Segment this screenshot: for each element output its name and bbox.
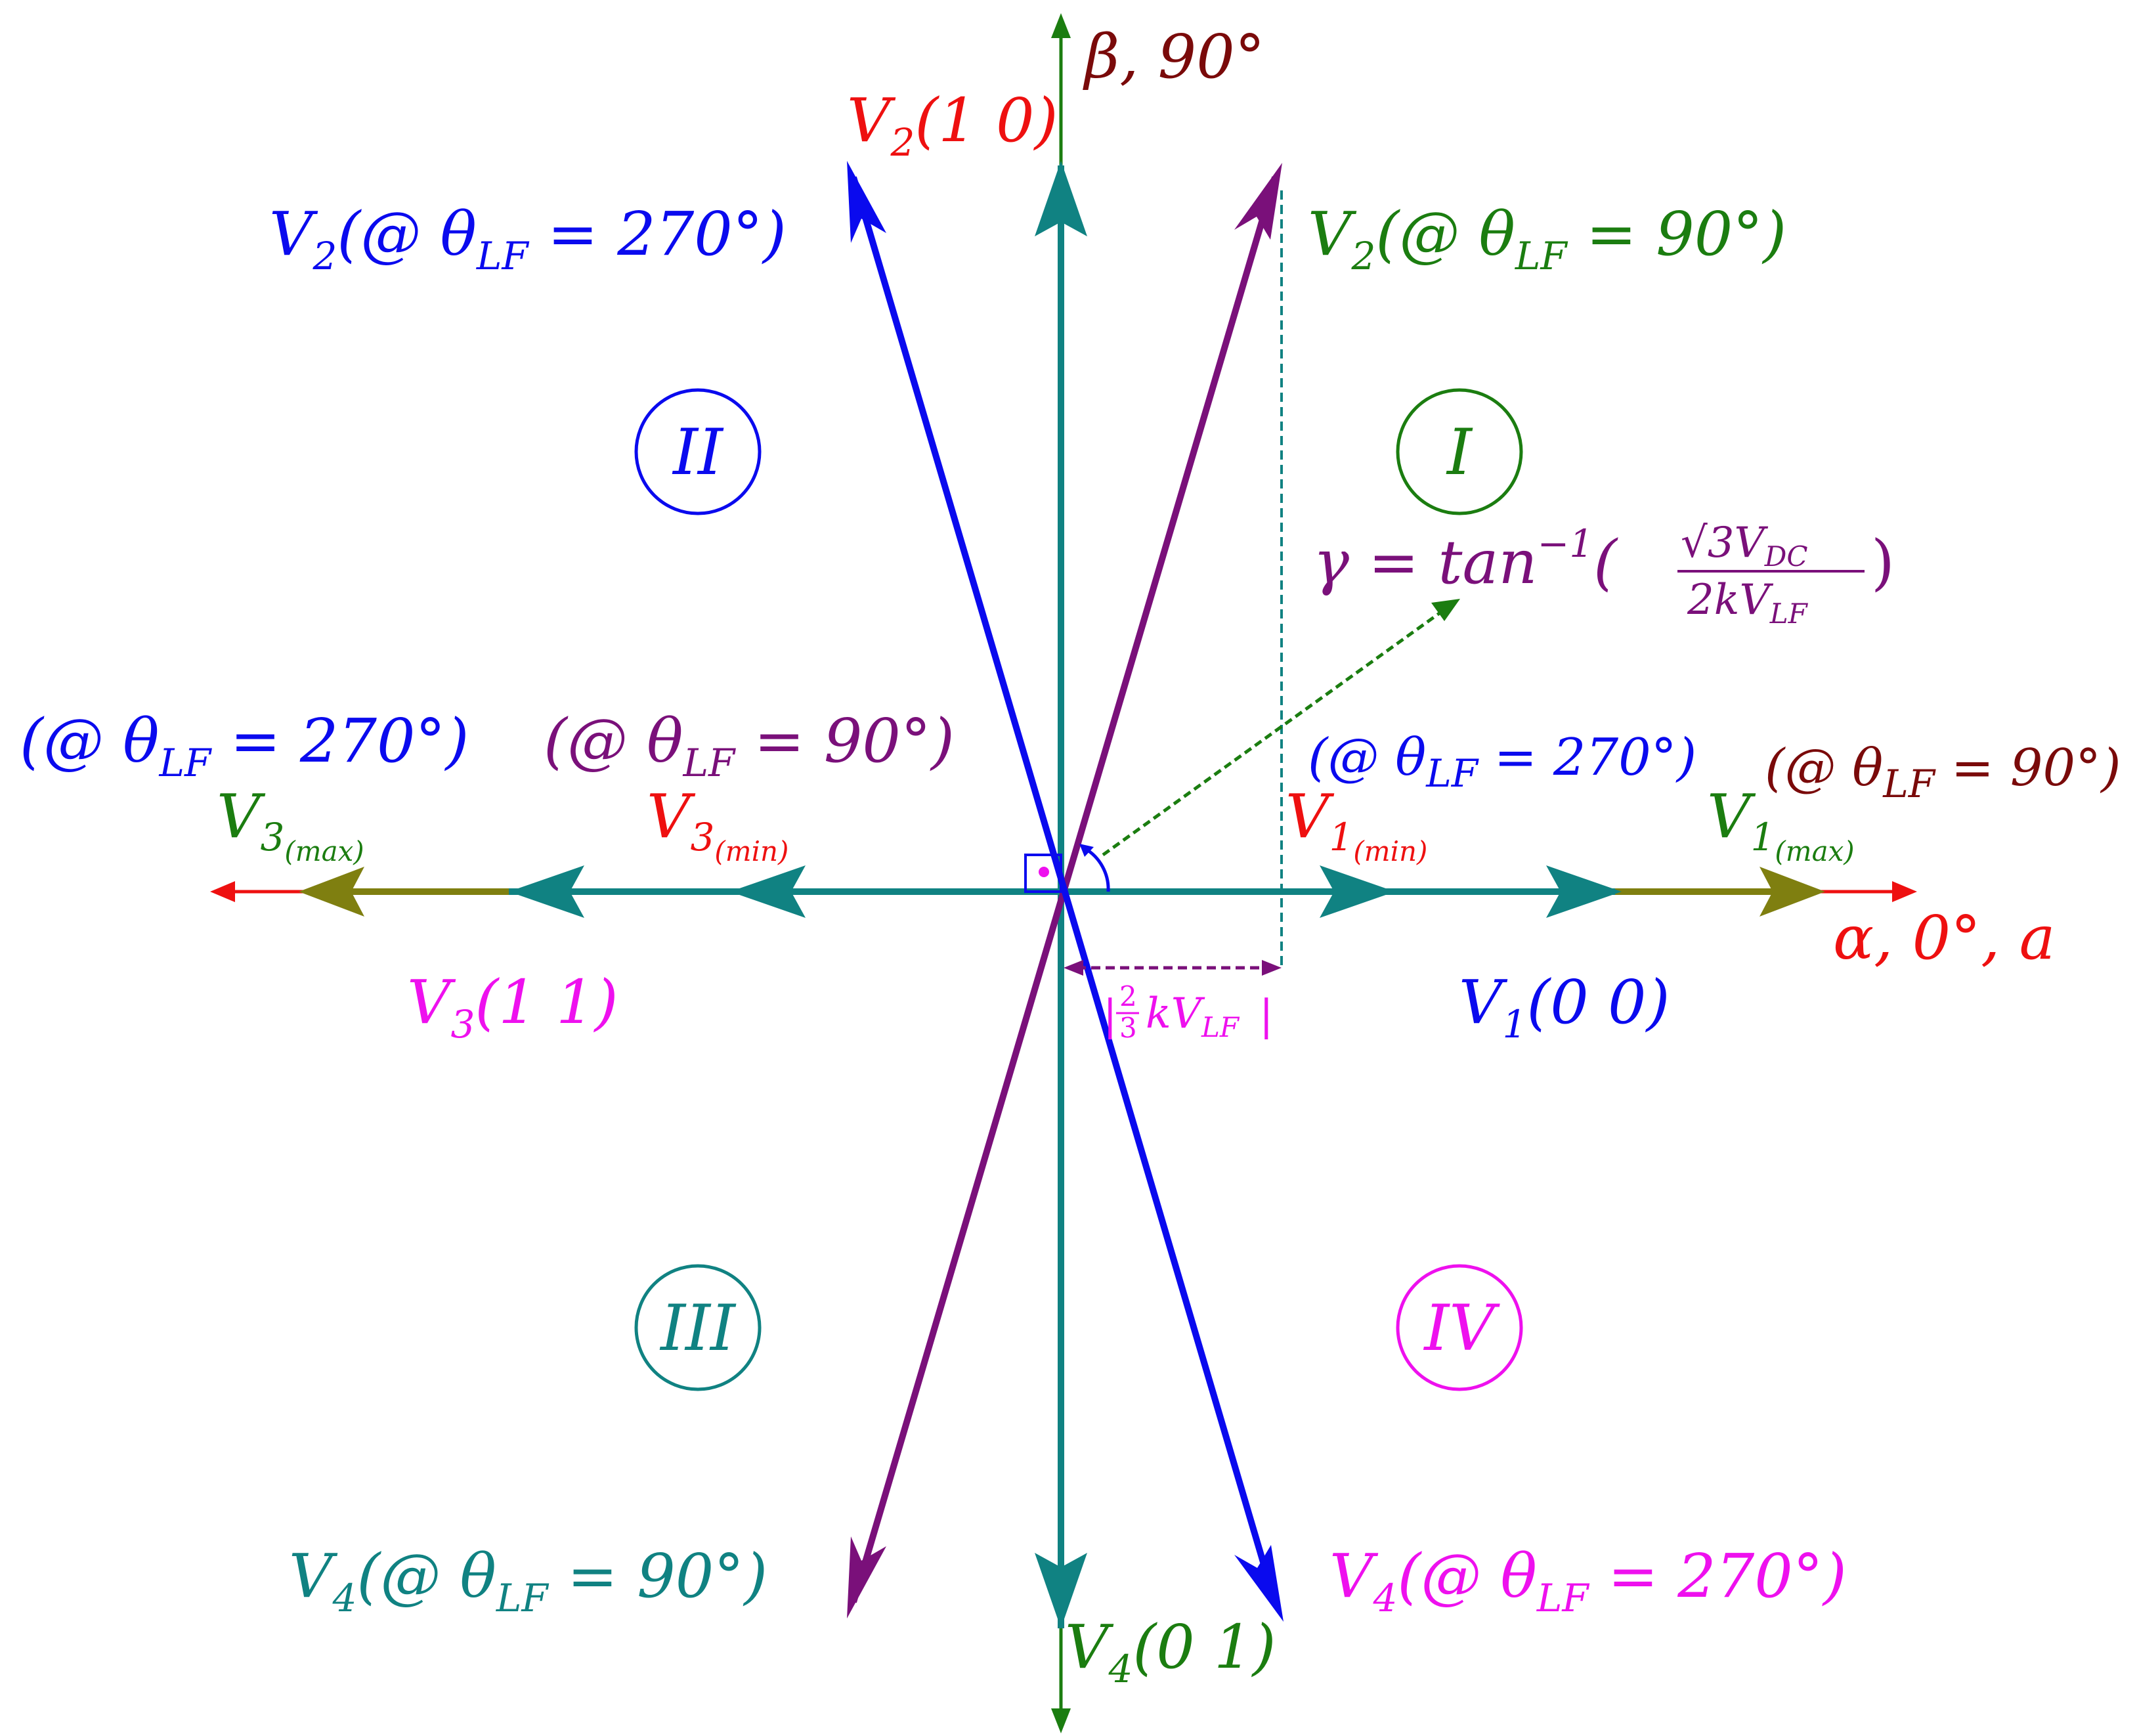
dimension-frac-num: 2 xyxy=(1119,980,1137,1012)
gamma-lhs: γ = tan−1( xyxy=(1313,521,1618,597)
region-III-label: III xyxy=(659,1291,737,1365)
right-270-condition: (@ θLF = 270°) xyxy=(1308,728,1696,796)
v2-at-270-label: V2(@ θLF = 270°) xyxy=(269,199,787,278)
region-I: I xyxy=(1396,388,1523,515)
right-angle-marker xyxy=(1024,854,1062,893)
v1-max-segment xyxy=(1615,867,1825,917)
teal-horizontal-vectors xyxy=(509,865,1622,918)
v1-min-label: V1(min) xyxy=(1285,781,1427,867)
dimension-arrow xyxy=(1064,960,1282,976)
v4-at-90-label: V4(@ θLF = 90°) xyxy=(289,1541,767,1620)
dimension-label: | 2 3 kVLF | xyxy=(1103,980,1274,1044)
v1-max-label: V1(max) xyxy=(1707,781,1855,867)
beta-axis-label: β, 90° xyxy=(1083,22,1265,92)
v3-min-label: V3(min) xyxy=(647,781,788,867)
gamma-close-paren: ) xyxy=(1871,527,1895,597)
blue-vector xyxy=(847,161,1284,1622)
v3-max-label: V3(max) xyxy=(217,781,364,867)
v3-switch-label: V3(1 1) xyxy=(407,967,618,1047)
v2-switch-label: V2(1 0) xyxy=(847,85,1058,165)
gamma-formula: γ = tan−1( √3VDC 2kVLF ) xyxy=(1313,519,1895,630)
v4-switch-label: V4(0 1) xyxy=(1065,1612,1276,1691)
region-III: III xyxy=(634,1264,762,1391)
alpha-axis-label: α, 0°, a xyxy=(1833,903,2056,973)
v1-switch-label: V1(0 0) xyxy=(1459,967,1670,1047)
svg-text:|: | xyxy=(1259,991,1274,1040)
region-II: II xyxy=(634,388,762,515)
region-IV-label: IV xyxy=(1423,1291,1500,1365)
gamma-angle-arc xyxy=(1079,844,1110,892)
dimension-text: kVLF xyxy=(1146,989,1240,1043)
gamma-denominator: 2kVLF xyxy=(1687,576,1809,630)
left-90-condition: (@ θLF = 90°) xyxy=(544,706,955,785)
region-II-label: II xyxy=(672,416,724,489)
gamma-numerator: √3VDC xyxy=(1681,519,1808,573)
gamma-pointer xyxy=(1102,599,1460,857)
dimension-frac-den: 3 xyxy=(1119,1012,1137,1044)
left-270-condition: (@ θLF = 270°) xyxy=(20,706,469,785)
region-IV: IV xyxy=(1396,1264,1523,1391)
svg-text:|: | xyxy=(1103,991,1117,1040)
v4-at-270-label: V4(@ θLF = 270°) xyxy=(1329,1541,1847,1620)
region-I-label: I xyxy=(1446,416,1473,489)
right-90-condition: (@ θLF = 90°) xyxy=(1765,739,2121,806)
v2-at-90-label: V2(@ θLF = 90°) xyxy=(1308,199,1786,278)
v3-max-segment xyxy=(299,867,509,917)
